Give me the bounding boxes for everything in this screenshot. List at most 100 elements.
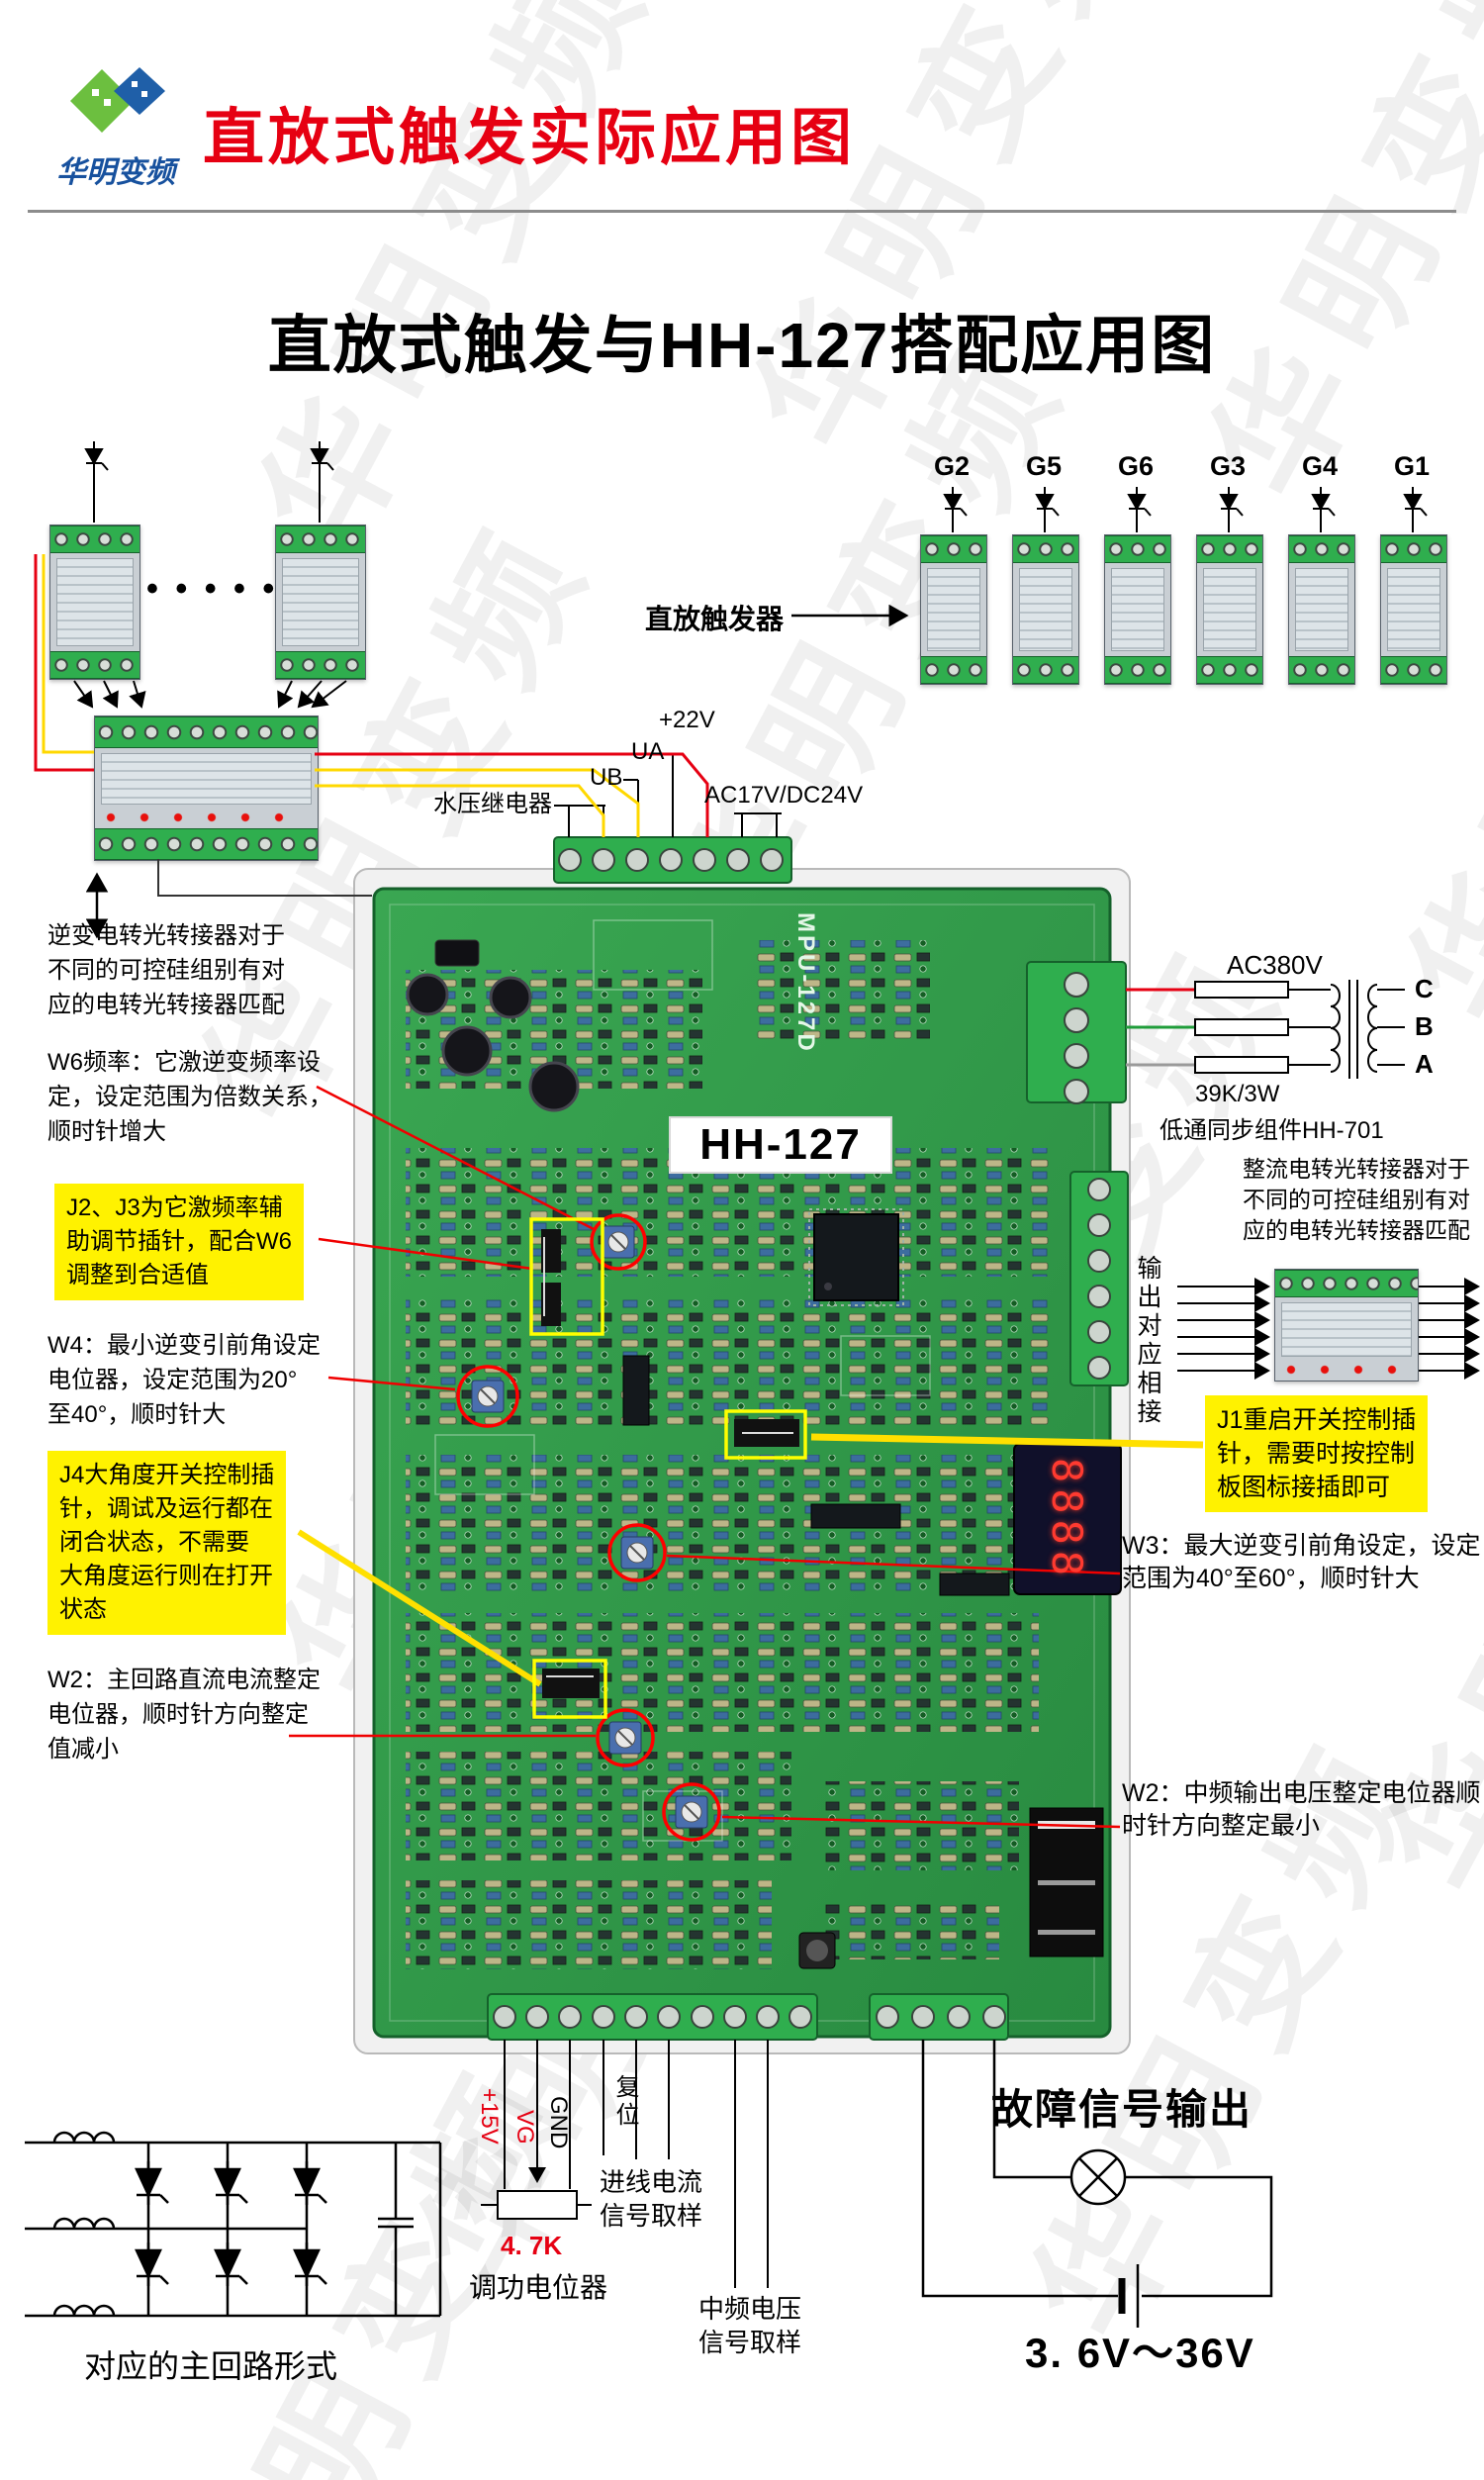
note-rectifier-converter: 整流电转光转接器对于 不同的可控硅组别有对 应的电转光转接器匹配 <box>1243 1156 1470 1243</box>
top-terminal-connector <box>553 836 792 884</box>
pcb-board <box>353 836 1131 2054</box>
silkscreen-frames <box>434 919 931 1842</box>
label-resistor: 39K/3W <box>1195 1081 1280 1107</box>
label-fault-output: 故障信号输出 <box>991 2086 1253 2133</box>
note-j2-j3: J2、J3为它激频率辅 助调节插针，配合W6 调整到合适值 <box>54 1184 304 1300</box>
terminal-strip <box>1275 1270 1418 1297</box>
label-ac17-dc24: AC17V/DC24V <box>704 782 864 809</box>
logo-building-icon <box>70 67 165 133</box>
gate-label: G4 <box>1302 451 1339 481</box>
module-label-sticker <box>1281 1302 1412 1357</box>
label-voltage-range: 3. 6V～36V <box>1025 2330 1255 2376</box>
ellipsis-dots: • • • • • <box>146 570 279 608</box>
terminal-strip <box>276 651 365 679</box>
note-j4: J4大角度开关控制插 针，调试及运行都在 闭合状态，不需要 大角度运行则在打开 … <box>47 1451 287 1635</box>
note-w3: W3：最大逆变引前角设定，设定 范围为40°至60°，顺时针大 <box>1122 1532 1481 1592</box>
phase-c: C <box>1415 974 1434 1003</box>
terminal-strip <box>276 525 365 553</box>
terminal-strip <box>50 651 139 679</box>
watermark: 华明变频 <box>1183 0 1484 522</box>
trigger-module-g3 <box>1196 534 1263 685</box>
jumper-highlight-boxes <box>529 1217 807 1719</box>
header-divider <box>28 210 1456 213</box>
pot-highlight-circles <box>456 1213 721 1842</box>
page-title: 直放式触发实际应用图 <box>203 104 857 172</box>
logo-text: 华明变频 <box>56 156 175 189</box>
display-value: 8888 <box>1043 1457 1092 1581</box>
trigger-module-g1 <box>1380 534 1447 685</box>
trigger-module-g2 <box>920 534 987 685</box>
rectifier-converter-module <box>1274 1269 1419 1382</box>
note-w2-left: W2：主回路直流电流整定 电位器，顺时针方向整定 值减小 <box>47 1667 321 1763</box>
relay <box>1029 1807 1104 1957</box>
trimmer-pots <box>471 1225 708 1829</box>
phase-a: A <box>1415 1049 1434 1079</box>
label-pot-value: 4. 7K <box>501 2231 563 2260</box>
gate-label: G6 <box>1118 451 1155 481</box>
diagram-title: 直放式触发与HH-127搭配应用图 <box>267 310 1217 381</box>
watermark: 华明变频 <box>728 0 1175 472</box>
label-water-relay: 水压继电器 <box>433 791 552 817</box>
module-label-sticker <box>101 753 312 805</box>
right-lower-connector <box>1069 1171 1129 1386</box>
phase-b: B <box>1415 1011 1434 1041</box>
label-ub: UB <box>590 764 623 791</box>
gate-label: G5 <box>1026 451 1063 481</box>
label-pot: 调功电位器 <box>469 2272 608 2303</box>
silkscreen-model: MPU-127D <box>792 912 819 1054</box>
label-15v: +15V <box>476 2088 503 2145</box>
label-main-circuit: 对应的主回路形式 <box>84 2348 338 2384</box>
mounting-plate <box>353 868 1131 2054</box>
jumper-headers <box>541 1229 799 1698</box>
component-field <box>406 940 1049 1969</box>
board-model-badge: HH-127 <box>669 1116 892 1174</box>
terminal-strip <box>50 525 139 553</box>
sync-transformer <box>1288 980 1405 1079</box>
label-output-phase-match: 输出对应相接 <box>1134 1255 1161 1427</box>
bridge-schematic <box>25 2131 442 2318</box>
gate-label: G3 <box>1210 451 1247 481</box>
trigger-module-g6 <box>1104 534 1171 685</box>
label-gnd: GND <box>545 2096 572 2149</box>
optical-converter-module <box>94 715 319 861</box>
label-22v: +22V <box>659 707 715 733</box>
red-leaders <box>289 1085 1121 1829</box>
note-w6: W6频率：它激逆变频率设 定，设定范围为倍数关系， 顺时针增大 <box>47 1049 332 1145</box>
note-j1: J1重启开关控制插 针，需要时按控制 板图标接插即可 <box>1205 1395 1429 1512</box>
trigger-caption: 直放触发器 <box>645 604 785 634</box>
label-reset: 复位 <box>611 2074 638 2130</box>
inductor <box>434 939 480 967</box>
right-upper-connector <box>1026 961 1127 1104</box>
bottom-terminal-connector-main <box>487 1993 818 2041</box>
terminal-strip <box>95 716 318 748</box>
indicator-leds <box>105 811 308 823</box>
dip-ic <box>810 1503 901 1529</box>
module-label-sticker <box>282 558 359 646</box>
gate-label: G2 <box>934 451 971 481</box>
electrolytic-capacitors <box>406 973 580 1112</box>
dip-ic <box>622 1355 650 1426</box>
note-w4: W4：最小逆变引前角设定 电位器，设定范围为20° 至40°，顺时针大 <box>47 1332 321 1428</box>
note-inverter-converter: 逆变电转光转接器对于 不同的可控硅组别有对 应的电转光转接器匹配 <box>47 922 285 1018</box>
label-vg: VG <box>511 2110 538 2145</box>
trigger-module-left-1 <box>49 525 140 680</box>
label-ac380v: AC380V <box>1227 950 1323 980</box>
terminal-strip <box>95 828 318 860</box>
indicator-leds <box>1285 1364 1408 1376</box>
label-ua: UA <box>631 738 665 765</box>
mcu-chip <box>808 1208 904 1306</box>
gate-label: G1 <box>1394 451 1431 481</box>
label-mid-voltage-sample: 中频电压 信号取样 <box>698 2294 802 2357</box>
dip-ic <box>939 1573 1010 1596</box>
trigger-module-g5 <box>1012 534 1079 685</box>
bottom-terminal-connector-fault <box>869 1993 1009 2041</box>
company-logo: 华明变频 <box>42 44 190 191</box>
reset-button <box>798 1932 836 1969</box>
trigger-module-g4 <box>1288 534 1355 685</box>
module-label-sticker <box>56 558 134 646</box>
display-digits: 8888 <box>1016 1446 1119 1592</box>
trigger-module-left-2 <box>275 525 366 680</box>
label-line-current-sample: 进线电流 信号取样 <box>600 2167 703 2231</box>
label-lowpass-module: 低通同步组件HH-701 <box>1159 1117 1384 1144</box>
